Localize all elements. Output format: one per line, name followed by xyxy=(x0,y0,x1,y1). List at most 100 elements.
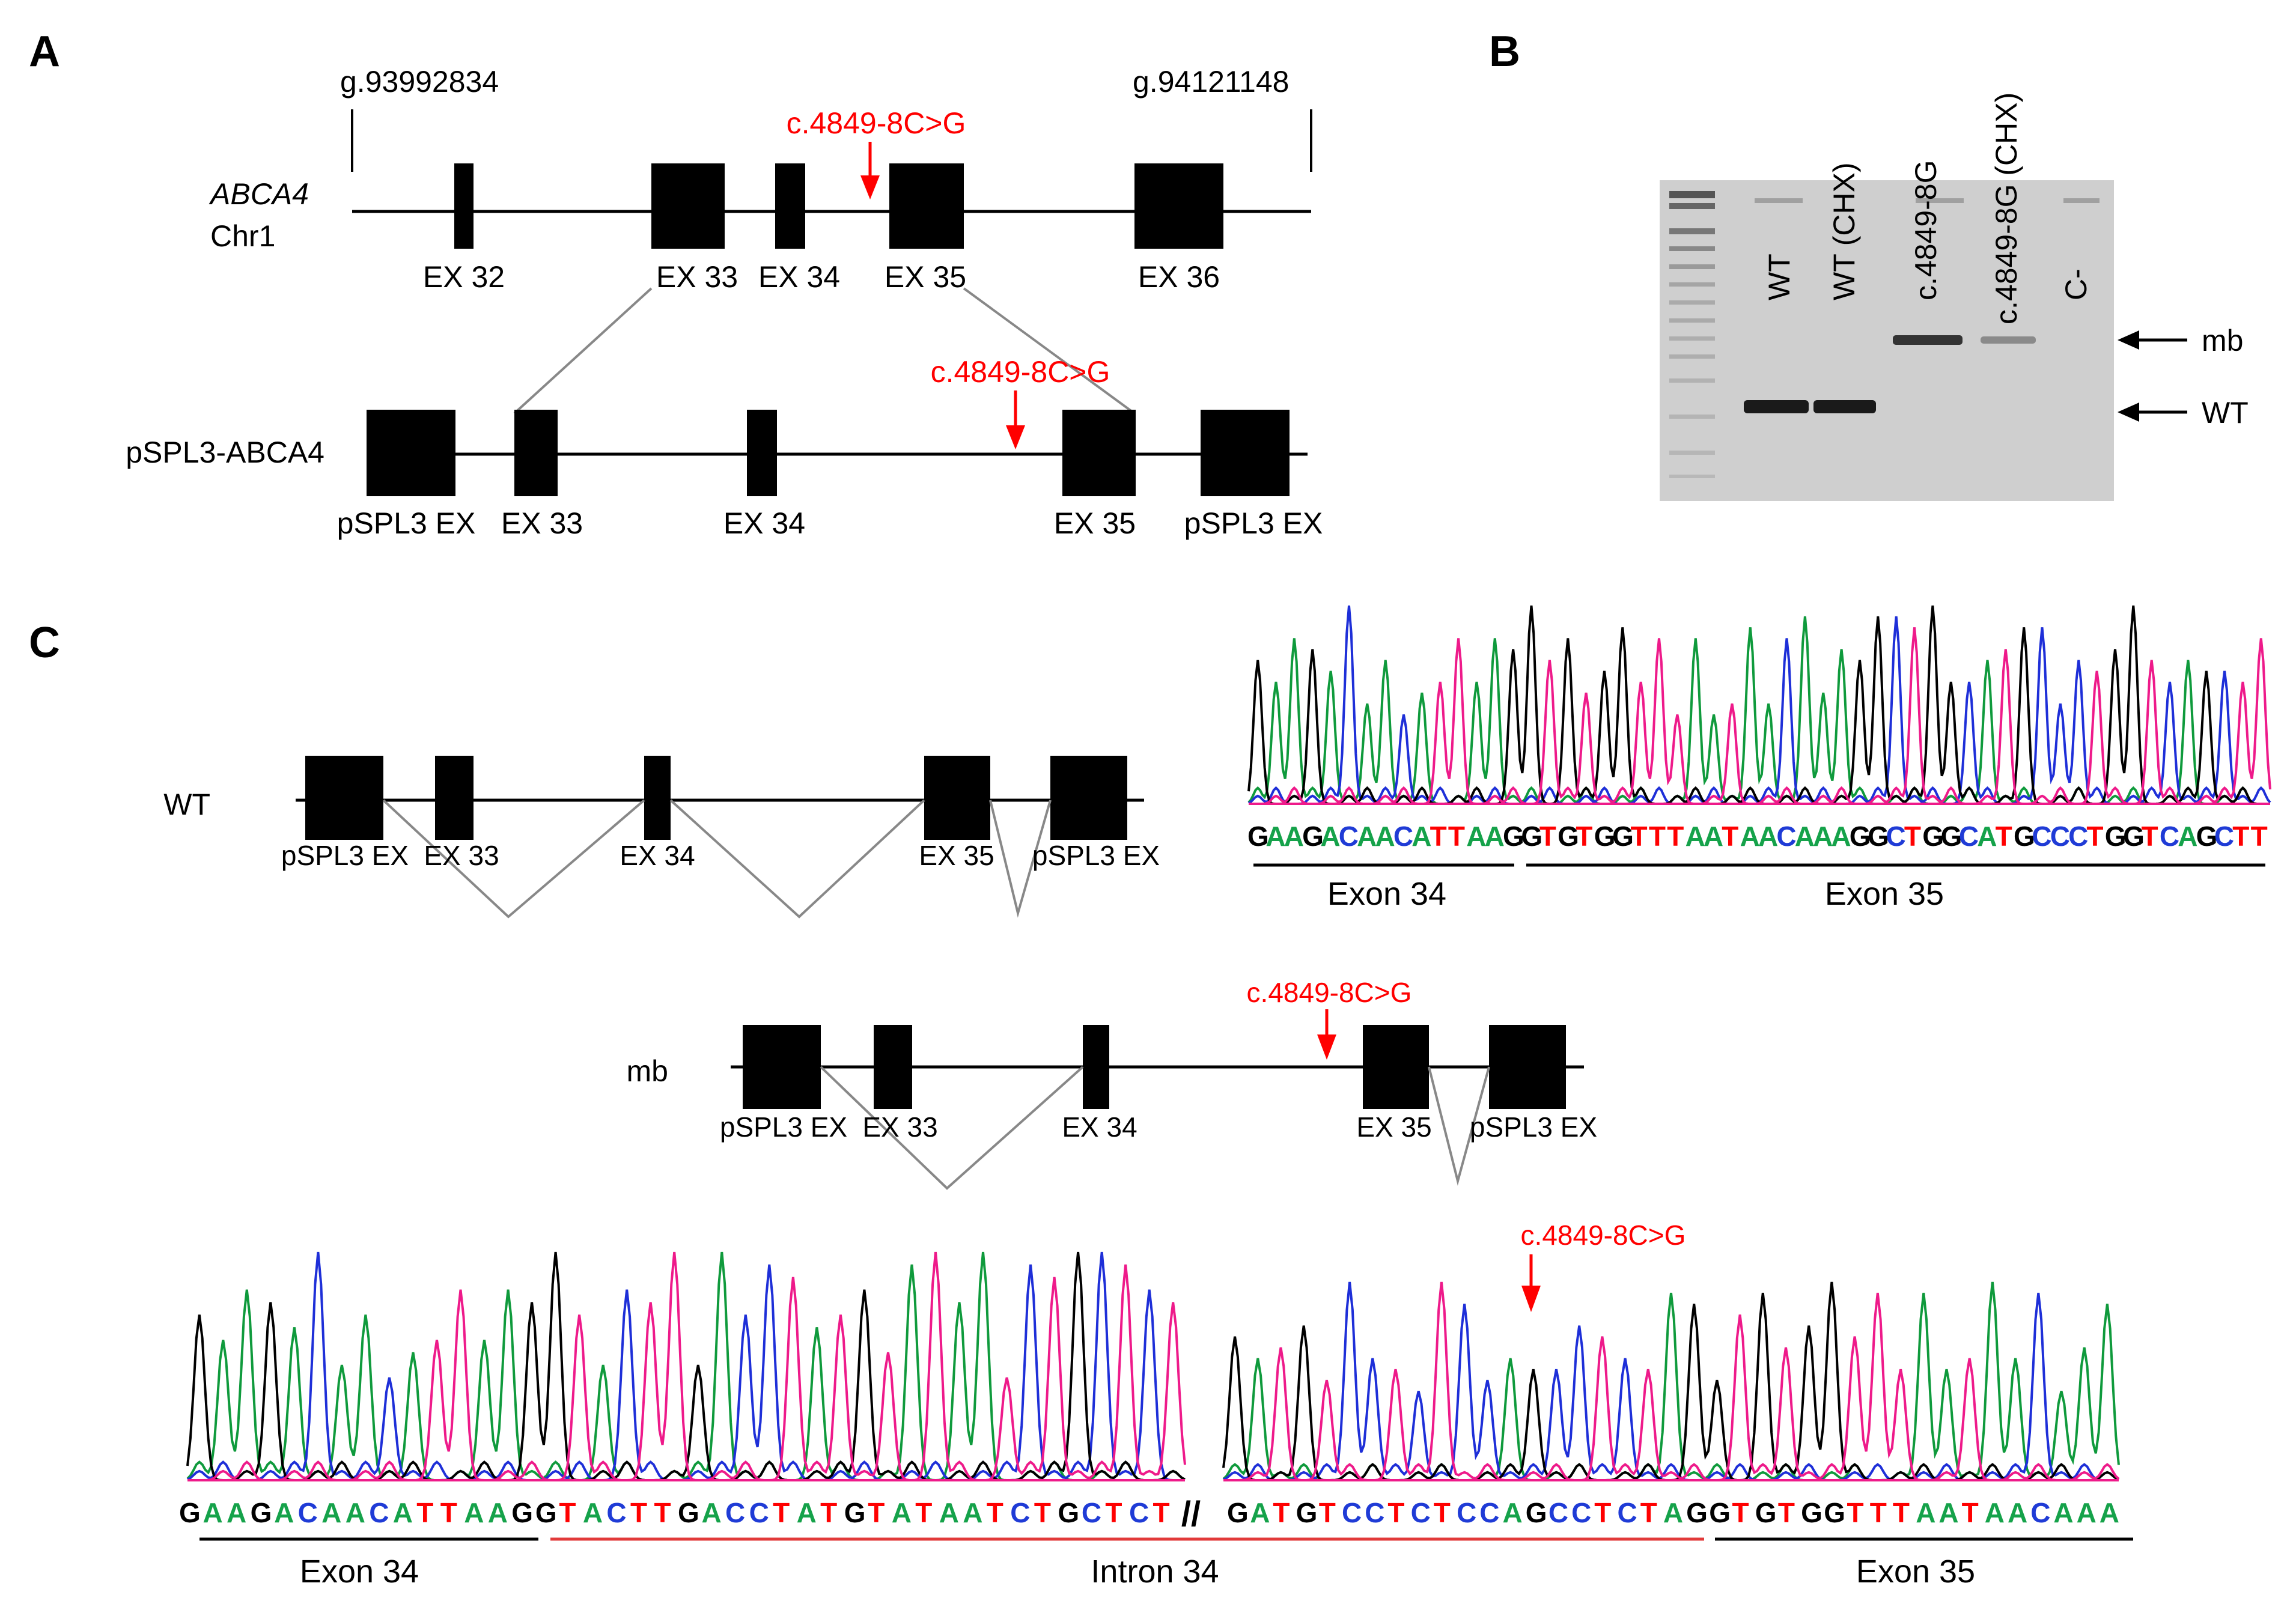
sequence-base: T xyxy=(868,1497,885,1528)
sequence-base: G xyxy=(1686,1497,1708,1528)
sequence-base: A xyxy=(797,1497,817,1528)
sequence-base: C xyxy=(369,1497,389,1528)
well xyxy=(1916,198,1964,203)
mb-diagram-mutation-label: c.4849-8C>G xyxy=(1247,977,1412,1008)
gel-image xyxy=(1660,180,2114,501)
sequence-base: A xyxy=(274,1497,294,1528)
wt-splice-junction xyxy=(669,799,925,919)
mutation-label: c.4849-8C>G xyxy=(787,106,966,140)
trace-A xyxy=(1247,616,2270,805)
sequence-base: T xyxy=(2086,821,2103,852)
sequence-base: G xyxy=(1801,1497,1822,1528)
mb-exon-label: EX 34 xyxy=(1062,1111,1137,1143)
sequence-base: G xyxy=(2123,821,2145,852)
sequence-base: C xyxy=(606,1497,626,1528)
wt-chromatogram xyxy=(1247,605,2271,806)
wt-exon-label: EX 34 xyxy=(620,840,695,871)
sequence-base: A xyxy=(1758,821,1778,852)
sequence-base: T xyxy=(1105,1497,1122,1528)
lane-label: C- xyxy=(2059,269,2093,300)
mb-region-label: Exon 35 xyxy=(1856,1554,1975,1590)
panel-b: B WT WT (CHX) c.484 xyxy=(1489,28,2249,501)
construct-exon-label: EX 35 xyxy=(1054,506,1136,540)
trace-T xyxy=(1223,1281,2120,1482)
sequence-base: C xyxy=(2068,821,2088,852)
wt-exon-label: pSPL3 EX xyxy=(281,840,409,871)
sequence-base: G xyxy=(1302,821,1324,852)
sequence-base: G xyxy=(2014,821,2035,852)
trace-A xyxy=(1222,1281,2120,1481)
sequence-base: G xyxy=(535,1497,557,1528)
mb-splice-junction xyxy=(820,1066,1084,1190)
trace-G xyxy=(1222,1281,2119,1482)
sequence-base: T xyxy=(630,1497,647,1528)
sequence-break-mark: // xyxy=(1181,1495,1201,1534)
band-mb-chx xyxy=(1981,336,2036,344)
sequence-base: T xyxy=(1640,1497,1657,1528)
sequence-base: T xyxy=(1387,1497,1404,1528)
sequence-base: T xyxy=(1870,1497,1887,1528)
panel-a-label: A xyxy=(29,28,60,76)
sequence-base: G xyxy=(1709,1497,1731,1528)
sequence-base: G xyxy=(1296,1497,1318,1528)
sequence-base: T xyxy=(1778,1497,1795,1528)
sequence-base: T xyxy=(1434,1497,1451,1528)
mb-exon-33 xyxy=(874,1025,912,1109)
mb-diagram-mutation-arrowhead xyxy=(1317,1034,1336,1060)
construct-exon-label: EX 33 xyxy=(501,506,583,540)
coord-right: g.94121148 xyxy=(1133,65,1289,99)
sequence-base: G xyxy=(1058,1497,1079,1528)
sequence-base: A xyxy=(346,1497,365,1528)
construct-name: pSPL3-ABCA4 xyxy=(126,436,324,469)
mb-exon-label: pSPL3 EX xyxy=(720,1111,847,1143)
sequence-base: T xyxy=(1649,821,1666,852)
sequence-base: C xyxy=(1886,821,1906,852)
mb-exon-label: EX 35 xyxy=(1356,1111,1431,1143)
sequence-base: A xyxy=(1831,821,1851,852)
sequence-base: A xyxy=(1740,821,1760,852)
genomic-exon-label: EX 33 xyxy=(656,260,738,294)
well xyxy=(2063,198,2100,203)
sequence-base: C xyxy=(2160,821,2179,852)
sequence-base: A xyxy=(963,1497,982,1528)
sequence-base: C xyxy=(725,1497,745,1528)
mb-exon-label: pSPL3 EX xyxy=(1470,1111,1597,1143)
sequence-base: A xyxy=(321,1497,341,1528)
sequence-base: C xyxy=(1129,1497,1149,1528)
sequence-base: A xyxy=(203,1497,223,1528)
sequence-base: T xyxy=(2251,821,2268,852)
chromosome-label: Chr1 xyxy=(210,219,275,253)
sequence-base: A xyxy=(1938,1497,1958,1528)
sequence-base: C xyxy=(1010,1497,1030,1528)
wt-exon-pspl3-right xyxy=(1050,756,1127,840)
sequence-base: T xyxy=(440,1497,457,1528)
sequence-base: C xyxy=(298,1497,318,1528)
sequence-base: C xyxy=(2032,821,2051,852)
sequence-base: A xyxy=(1466,821,1486,852)
wt-arrowhead xyxy=(2118,403,2139,422)
mb-exon-35 xyxy=(1363,1025,1429,1109)
sequence-base: T xyxy=(1539,821,1556,852)
construct-exon-33 xyxy=(514,410,558,496)
mb-diagram-label: mb xyxy=(627,1054,668,1088)
wt-sequence: GAAGACAACATTAAGGTGTGGTTTAATAACAAAGGCTGGC… xyxy=(1247,821,2268,852)
sequence-base: A xyxy=(1704,821,1723,852)
wt-region-label: Exon 34 xyxy=(1327,876,1446,912)
sequence-base: G xyxy=(1824,1497,1845,1528)
mb-exon-label: EX 33 xyxy=(862,1111,937,1143)
sequence-base: A xyxy=(1357,821,1377,852)
mb-exon-pspl3-right xyxy=(1489,1025,1566,1109)
wt-exon-label: EX 35 xyxy=(919,840,994,871)
construct-exon-34 xyxy=(747,410,777,496)
construct-exon-pspl3-right xyxy=(1201,410,1290,496)
genomic-exon-label: EX 36 xyxy=(1138,260,1220,294)
wt-exon-33 xyxy=(435,756,474,840)
mb-splice-junction xyxy=(1428,1066,1490,1186)
sequence-base: G xyxy=(1594,821,1616,852)
lane-label: WT xyxy=(1762,254,1796,300)
panel-b-label: B xyxy=(1489,28,1520,76)
sequence-base: C xyxy=(1457,1497,1476,1528)
sequence-base: A xyxy=(1411,821,1431,852)
sequence-base: C xyxy=(1776,821,1796,852)
panel-a: A g.93992834 g.94121148 ABCA4 Chr1 EX 32… xyxy=(29,28,1323,540)
